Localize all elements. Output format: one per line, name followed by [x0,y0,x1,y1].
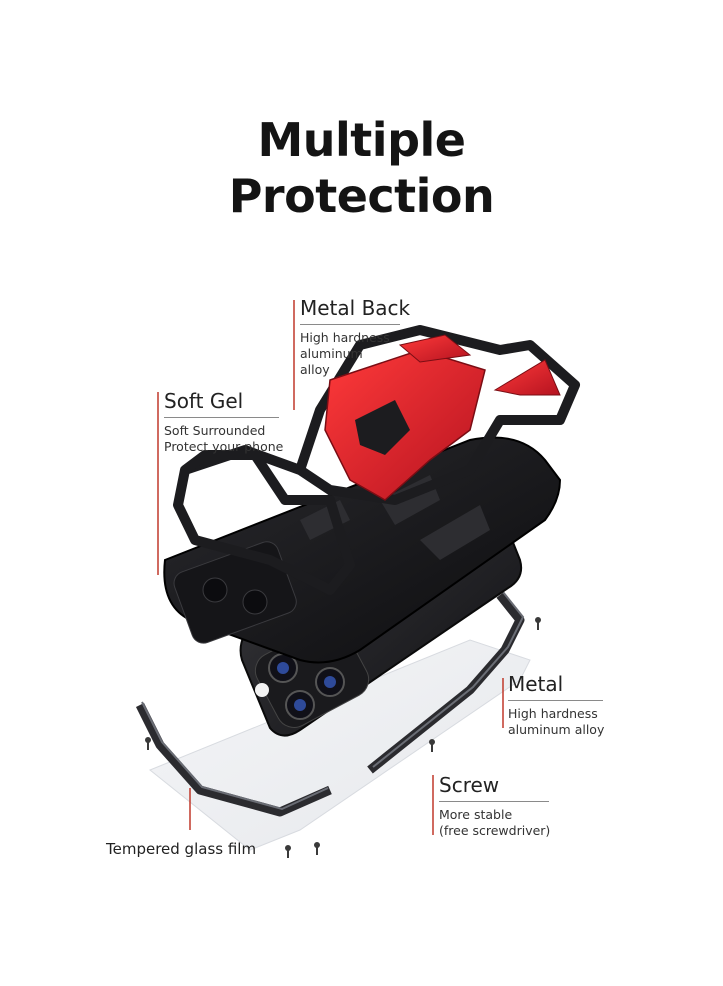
screws [145,617,541,858]
callout-divider [300,324,400,325]
callout-lines [157,300,504,835]
callout-metal-back: Metal Back High hardness aluminum alloy [300,296,411,378]
callout-line: High hardness [508,706,598,721]
callout-divider [164,417,279,418]
callout-metal: Metal High hardness aluminum alloy [508,672,605,738]
callout-tempered-glass: Tempered glass film [106,840,257,858]
callout-line: aluminum [300,346,363,361]
callout-line: More stable [439,807,513,822]
page-title: Multiple Protection [0,112,723,224]
callout-line: High hardness [300,330,390,345]
callout-screw: Screw More stable (free screwdriver) [439,773,551,839]
metal-back-plate [173,325,580,595]
callout-line: Protect your phone [164,439,284,454]
callout-line: alloy [300,362,330,377]
metal-bumper-frame-edge [141,591,525,811]
callout-heading: Soft Gel [164,389,244,413]
callout-line: aluminum alloy [508,722,605,737]
title-line-1: Multiple [257,113,466,167]
callout-line: (free screwdriver) [439,823,551,838]
title-line-2: Protection [228,169,495,223]
tempered-glass-film [149,639,531,851]
callout-divider [439,801,549,802]
callout-divider [508,700,603,701]
callout-heading: Metal [508,672,564,696]
callout-soft-gel: Soft Gel Soft Surrounded Protect your ph… [164,389,284,455]
callout-heading: Screw [439,773,500,797]
callout-heading: Metal Back [300,296,411,320]
callout-line: Soft Surrounded [164,423,266,438]
